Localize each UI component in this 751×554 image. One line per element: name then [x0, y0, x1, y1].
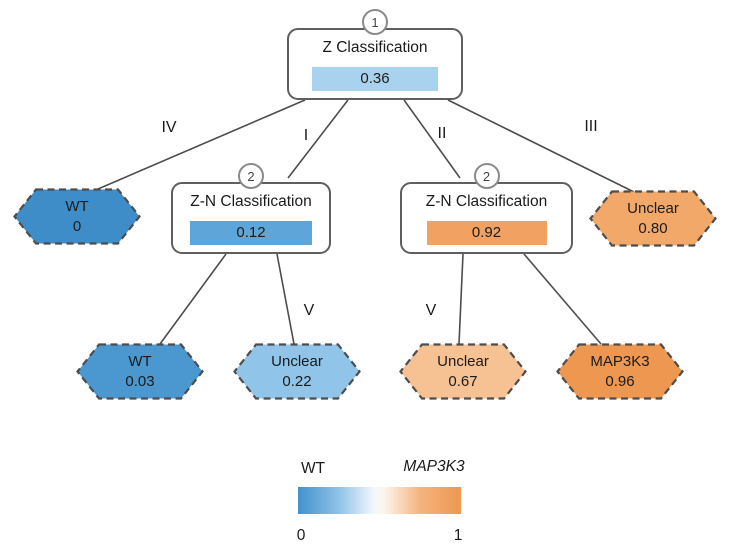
- leaf-value: 0.03: [125, 372, 155, 390]
- edge-label-iv: IV: [161, 119, 177, 136]
- left-node-number-badge: 2: [238, 163, 264, 189]
- right-node-number: 2: [482, 168, 491, 184]
- edge-right-to-unclear067: [458, 253, 464, 345]
- root-node-value-bar: 0.36: [312, 67, 438, 91]
- right-node-value-bar: 0.92: [426, 221, 547, 245]
- root-node: 1 Z Classification 0.36: [287, 9, 463, 100]
- edge-label-v-right: V: [425, 302, 437, 319]
- leaf-value: 0.22: [282, 372, 312, 390]
- legend-tick-max: 1: [453, 527, 463, 544]
- edge-label-i: I: [303, 127, 309, 144]
- edge-root-to-unclear080: [447, 99, 635, 193]
- leaf-value: 0.67: [448, 372, 478, 390]
- root-node-number-badge: 1: [362, 9, 388, 35]
- leaf-map3k3-096-shape: [556, 343, 684, 400]
- legend-label-map3k3: MAP3K3: [403, 458, 465, 475]
- right-internal-node: 2 Z-N Classification 0.92: [400, 163, 573, 254]
- left-internal-node: 2 Z-N Classification 0.12: [171, 163, 331, 254]
- edge-left-to-wt003: [159, 253, 227, 345]
- leaf-label: MAP3K3: [590, 353, 650, 370]
- leaf-label: Unclear: [437, 353, 489, 370]
- leaf-label: WT: [128, 353, 152, 370]
- edge-label-iii: III: [584, 118, 598, 135]
- edge-root-to-right-node: [403, 99, 461, 179]
- right-node-number-badge: 2: [473, 163, 500, 189]
- right-node-title: Z-N Classification: [425, 193, 548, 210]
- leaf-unclear-022: Unclear 0.22: [233, 343, 361, 400]
- leaf-unclear-080-shape: [589, 190, 717, 247]
- leaf-unclear-022-shape: [233, 343, 361, 400]
- leaf-label: Unclear: [271, 353, 323, 370]
- leaf-value: 0: [72, 217, 82, 235]
- left-node-value-bar: 0.12: [190, 221, 312, 245]
- leaf-wt-003-shape: [76, 343, 204, 400]
- leaf-wt-003: WT 0.03: [76, 343, 204, 400]
- leaf-map3k3-096: MAP3K3 0.96: [556, 343, 684, 400]
- edge-label-ii: II: [437, 125, 447, 142]
- leaf-unclear-067-shape: [399, 343, 527, 400]
- edge-label-v-left: V: [303, 302, 315, 319]
- edge-root-to-wt0: [97, 99, 306, 190]
- edge-left-to-unclear022: [276, 253, 295, 345]
- left-node-number: 2: [247, 168, 255, 184]
- edge-root-to-left-node: [287, 99, 349, 179]
- root-node-number: 1: [371, 14, 379, 30]
- left-node-title: Z-N Classification: [190, 193, 312, 210]
- root-node-title: Z Classification: [322, 39, 428, 56]
- leaf-value: 0.96: [605, 372, 635, 390]
- leaf-unclear-067: Unclear 0.67: [399, 343, 527, 400]
- leaf-label: Unclear: [627, 200, 679, 217]
- leaf-wt-0: WT 0: [13, 188, 141, 245]
- legend-color-gradient: [298, 487, 461, 514]
- edge-right-to-map3k3: [523, 253, 602, 345]
- legend-tick-min: 0: [296, 527, 306, 544]
- leaf-unclear-080: Unclear 0.80: [589, 190, 717, 247]
- legend-label-wt: WT: [300, 460, 326, 477]
- leaf-wt-0-shape: [13, 188, 141, 245]
- leaf-label: WT: [65, 198, 89, 215]
- leaf-value: 0.80: [638, 219, 668, 237]
